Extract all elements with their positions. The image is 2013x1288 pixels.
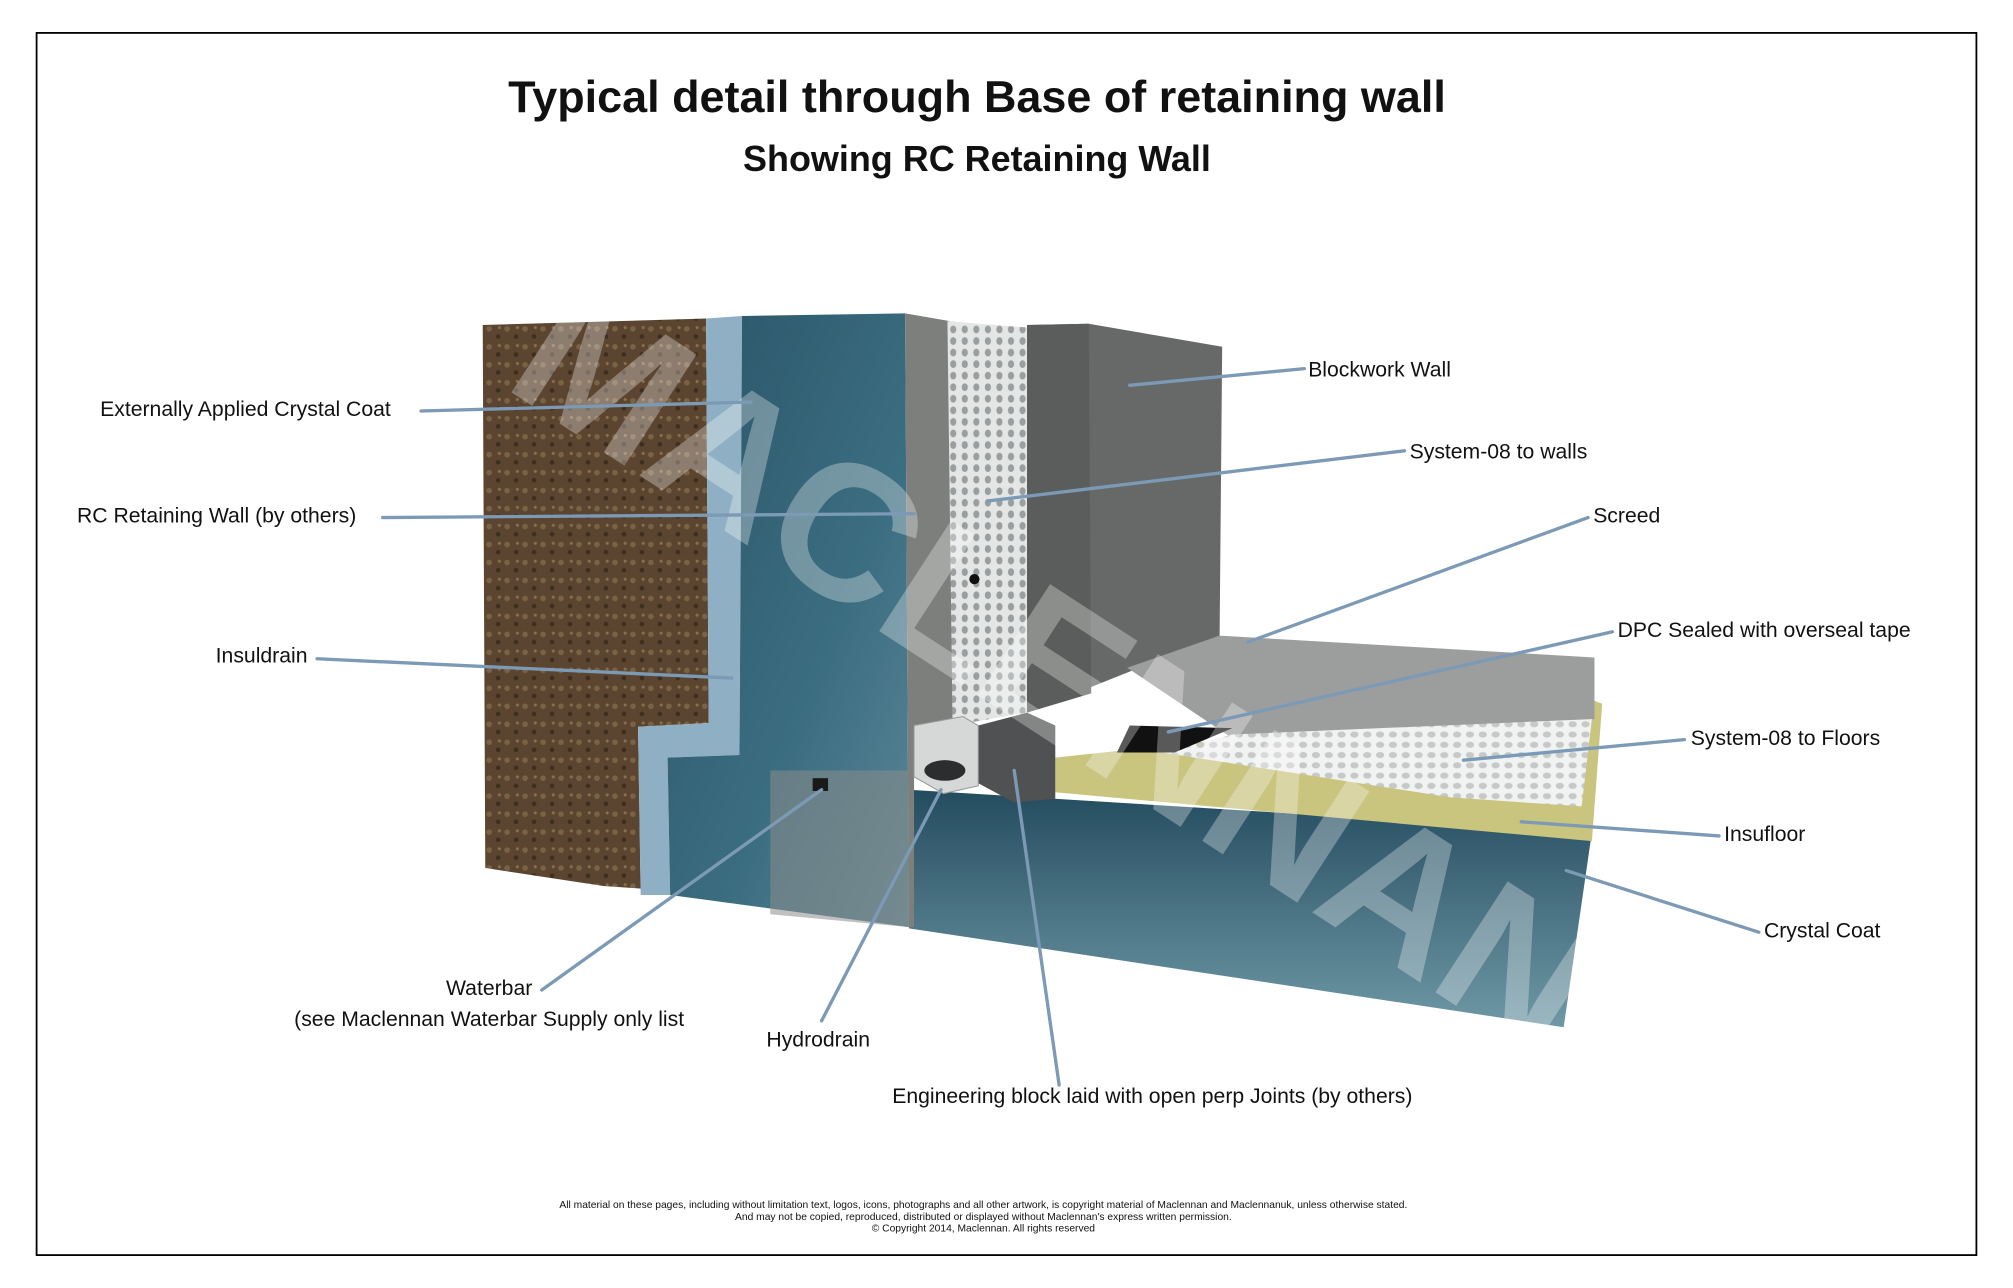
floor-base-crystal-coat xyxy=(908,789,1592,1028)
footer-line-1: All material on these pages, including w… xyxy=(559,1200,1407,1211)
label-rc-retaining-wall: RC Retaining Wall (by others) xyxy=(77,505,356,528)
retaining-wall-detail-illustration: MACLENNAN xyxy=(478,239,1636,1095)
insuldrain-layer xyxy=(638,315,743,895)
label-externally-applied-crystal-coat: Externally Applied Crystal Coat xyxy=(100,398,391,421)
label-system-08-floors: System-08 to Floors xyxy=(1691,727,1880,750)
label-waterbar-note: (see Maclennan Waterbar Supply only list xyxy=(294,1008,684,1031)
waterbar xyxy=(812,778,829,791)
label-insufloor: Insufloor xyxy=(1724,823,1805,846)
sheet-border xyxy=(35,32,1978,1256)
label-blockwork-wall: Blockwork Wall xyxy=(1308,358,1451,381)
label-dpc: DPC Sealed with overseal tape xyxy=(1618,619,1911,642)
copyright-footer: All material on these pages, including w… xyxy=(559,1200,1407,1234)
label-crystal-coat: Crystal Coat xyxy=(1764,919,1881,942)
label-insuldrain: Insuldrain xyxy=(216,645,308,668)
page-title: Typical detail through Base of retaining… xyxy=(508,71,1446,122)
system-08-floor-membrane xyxy=(1161,719,1592,807)
callout-labels: Externally Applied Crystal Coat RC Retai… xyxy=(77,358,1911,1108)
footer-line-3: © Copyright 2014, Maclennan. All rights … xyxy=(872,1223,1096,1234)
label-engineering-block: Engineering block laid with open perp Jo… xyxy=(892,1085,1412,1108)
membrane-fixing xyxy=(969,574,980,585)
footer-line-2: And may not be copied, reproduced, distr… xyxy=(735,1212,1232,1223)
hydrodrain-channel xyxy=(924,760,966,781)
label-waterbar: Waterbar xyxy=(446,977,532,1000)
blockwork-wall-face xyxy=(1027,323,1092,713)
system-08-wall-membrane xyxy=(947,321,1028,726)
label-system-08-walls: System-08 to walls xyxy=(1410,440,1588,463)
label-hydrodrain: Hydrodrain xyxy=(766,1028,870,1051)
soil xyxy=(482,318,709,889)
label-screed: Screed xyxy=(1593,505,1660,528)
leader-lines xyxy=(315,366,1761,1087)
rc-wall-inner-face xyxy=(905,313,953,928)
page-subtitle: Showing RC Retaining Wall xyxy=(743,138,1211,179)
rc-wall-lower-concrete xyxy=(770,770,909,928)
engineering-block xyxy=(978,712,1056,803)
dpc-overseal-tape xyxy=(1116,725,1233,753)
